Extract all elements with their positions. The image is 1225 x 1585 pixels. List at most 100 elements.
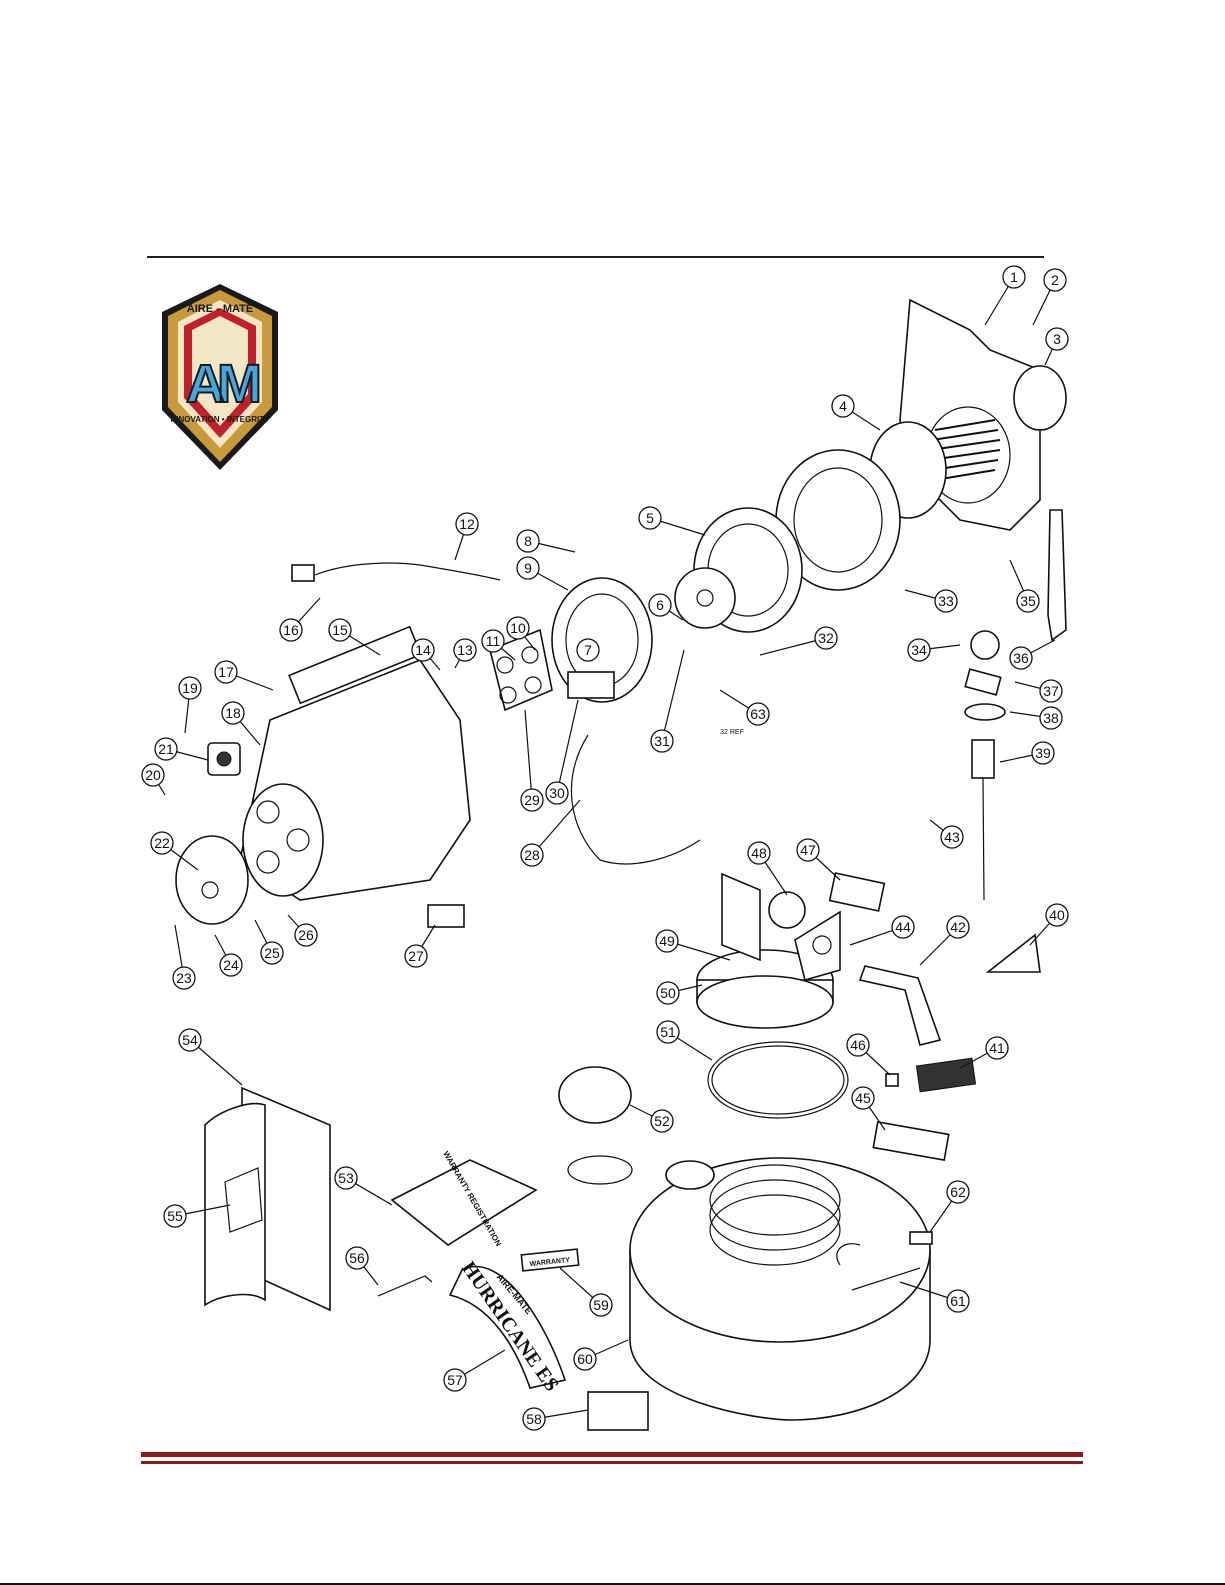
callout-number: 4	[839, 398, 847, 414]
callout-number: 13	[457, 642, 473, 658]
callout-number: 62	[950, 1184, 966, 1200]
callout-13: 13	[454, 639, 476, 668]
callout-number: 60	[577, 1351, 593, 1367]
callout-59: 59	[560, 1268, 612, 1316]
callout-number: 15	[332, 622, 348, 638]
callout-number: 38	[1043, 710, 1059, 726]
callout-number: 8	[524, 533, 532, 549]
callout-44: 44	[850, 916, 914, 945]
ref-tag-text: 32 REF	[720, 729, 744, 736]
callout-45: 45	[852, 1087, 885, 1130]
main-housing	[240, 627, 470, 900]
callout-4: 4	[832, 395, 880, 430]
callout-number: 9	[524, 560, 532, 576]
callout-number: 52	[654, 1113, 670, 1129]
callout-number: 2	[1051, 272, 1059, 288]
callout-number: 34	[911, 642, 927, 658]
callout-52: 52	[630, 1105, 673, 1132]
callout-57: 57	[444, 1350, 505, 1391]
motor-hub	[675, 568, 735, 628]
front-cover	[176, 836, 248, 924]
decal-45	[873, 1122, 948, 1160]
callout-34: 34	[908, 639, 960, 661]
callout-35: 35	[1010, 560, 1039, 612]
callout-number: 39	[1035, 745, 1051, 761]
motor-end-cap	[1014, 366, 1066, 430]
power-cord	[315, 563, 500, 580]
callout-5: 5	[639, 507, 705, 535]
callout-60: 60	[574, 1340, 628, 1370]
callout-number: 24	[223, 957, 239, 973]
callout-number: 3	[1053, 331, 1061, 347]
capacitor	[568, 672, 614, 698]
callout-number: 28	[524, 847, 540, 863]
callout-number: 26	[298, 927, 314, 943]
hose	[571, 735, 700, 864]
callout-31: 31	[651, 650, 684, 752]
callout-62: 62	[930, 1181, 969, 1232]
filter-screen	[769, 892, 805, 928]
valve-body	[972, 740, 994, 778]
tank	[630, 1158, 930, 1420]
callout-number: 42	[950, 919, 966, 935]
callout-12: 12	[455, 513, 478, 560]
callout-38: 38	[1010, 707, 1062, 729]
callout-58: 58	[523, 1408, 588, 1430]
callout-number: 55	[167, 1208, 183, 1224]
drain-fitting	[910, 1232, 932, 1244]
callout-9: 9	[517, 557, 568, 590]
pipe-sleeve	[205, 1104, 265, 1305]
fill-cap	[559, 1067, 631, 1123]
callout-50: 50	[657, 982, 702, 1004]
callout-36: 36	[1010, 640, 1055, 669]
washer	[965, 704, 1005, 720]
plug	[292, 565, 314, 581]
callout-3: 3	[1045, 328, 1068, 365]
callout-number: 7	[584, 642, 592, 658]
callout-number: 6	[656, 597, 664, 613]
callout-number: 48	[751, 845, 767, 861]
mounting-strap	[1048, 510, 1066, 640]
callout-number: 59	[593, 1297, 609, 1313]
callout-27: 27	[405, 925, 435, 967]
callout-49: 49	[656, 930, 730, 960]
callout-number: 36	[1013, 650, 1029, 666]
callout-number: 57	[447, 1372, 463, 1388]
callout-number: 16	[283, 622, 299, 638]
callout-24: 24	[215, 935, 242, 976]
callout-number: 45	[855, 1090, 871, 1106]
callout-number: 5	[646, 510, 654, 526]
callout-number: 1	[1010, 269, 1018, 285]
callout-43: 43	[930, 820, 963, 848]
decal-46	[886, 1074, 898, 1086]
callout-1: 1	[985, 266, 1025, 325]
callout-54: 54	[179, 1029, 242, 1085]
callout-56: 56	[346, 1247, 378, 1285]
callout-16: 16	[280, 598, 320, 641]
callout-number: 17	[218, 664, 234, 680]
callout-7: 7	[577, 639, 599, 661]
callout-30: 30	[546, 700, 578, 804]
callout-number: 51	[660, 1024, 676, 1040]
callout-leader-line	[557, 700, 578, 793]
switch	[428, 905, 464, 927]
callout-number: 61	[950, 1293, 966, 1309]
tank-cap-assembly	[697, 874, 840, 1028]
callout-number: 33	[938, 593, 954, 609]
callout-42: 42	[920, 916, 969, 965]
callout-63: 63	[720, 690, 769, 725]
decal-58	[588, 1392, 648, 1430]
callout-number: 58	[526, 1411, 542, 1427]
callout-40: 40	[1030, 904, 1068, 945]
knob	[971, 631, 999, 659]
callout-number: 43	[944, 829, 960, 845]
callout-2: 2	[1033, 269, 1066, 325]
callout-53: 53	[335, 1167, 392, 1205]
callout-number: 31	[654, 733, 670, 749]
callout-number: 21	[158, 741, 174, 757]
bottom-rule-thick	[141, 1452, 1083, 1457]
callout-number: 47	[800, 842, 816, 858]
callout-39: 39	[1000, 742, 1054, 764]
